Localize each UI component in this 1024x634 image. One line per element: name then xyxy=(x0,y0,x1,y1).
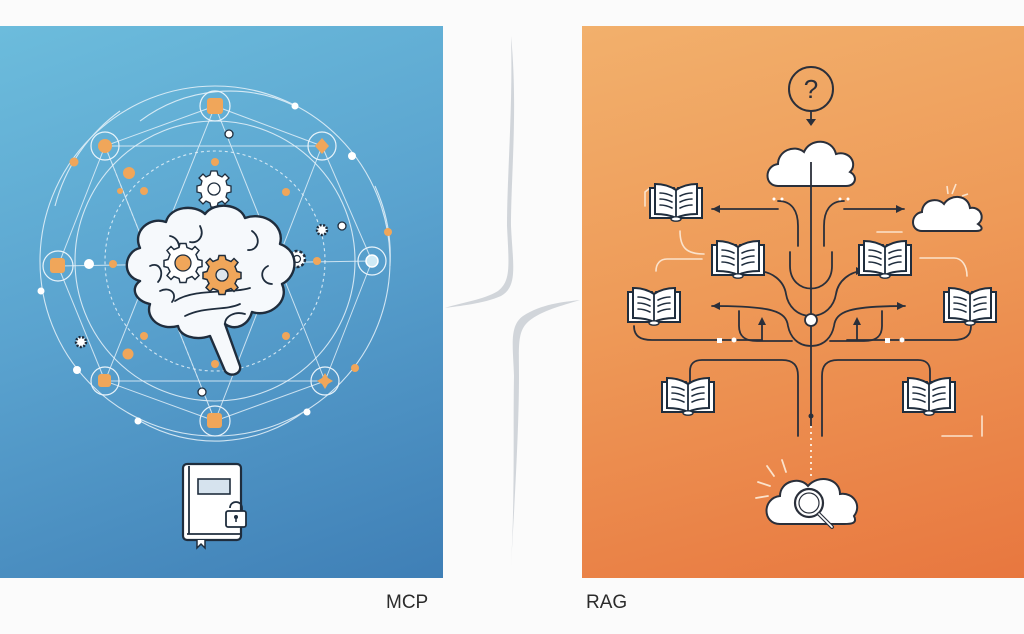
gear-icon xyxy=(196,170,232,208)
hub-ring xyxy=(357,246,387,276)
cloud-icon xyxy=(912,196,983,232)
mcp-panel xyxy=(0,26,443,578)
question-icon: ? xyxy=(788,66,834,126)
hub-ring xyxy=(307,131,337,161)
brain-icon xyxy=(125,204,296,376)
dots xyxy=(717,197,905,343)
orbit-ring-inner xyxy=(104,150,326,372)
rag-caption: RAG xyxy=(586,592,628,613)
open-book-icon xyxy=(711,240,765,280)
hub-ring xyxy=(310,366,340,396)
open-book-icon xyxy=(858,240,912,280)
open-book-icon xyxy=(649,183,703,223)
orbit-arc xyxy=(54,110,121,207)
hub-node xyxy=(50,258,65,273)
orbit-arc xyxy=(139,90,296,122)
rag-panel: ? xyxy=(582,26,1024,578)
hub-node xyxy=(315,138,329,154)
hub-ring xyxy=(90,366,120,396)
open-book-icon xyxy=(661,377,715,417)
light-arrows xyxy=(644,187,983,437)
cloud-search-icon xyxy=(755,459,859,529)
hub-node xyxy=(207,413,222,428)
orbit-arc xyxy=(374,185,391,267)
hub-node xyxy=(98,374,111,387)
orbit-arc xyxy=(139,410,306,442)
hub-ring xyxy=(199,90,231,122)
panel-divider xyxy=(445,36,580,566)
open-book-icon xyxy=(627,287,681,327)
hub-node xyxy=(365,254,379,268)
brain-gear-right xyxy=(202,254,242,296)
gear-icon xyxy=(315,223,329,237)
hub-ring xyxy=(42,250,74,282)
junction-node xyxy=(804,313,818,327)
divider-curve-bottom xyxy=(511,300,580,566)
rag-retrieval-illustration: ? xyxy=(627,66,997,529)
sparkle-lines xyxy=(946,183,969,197)
network-nodes xyxy=(37,90,392,437)
locked-book-icon xyxy=(181,462,247,550)
hub-node xyxy=(207,98,223,114)
brain-gear-left xyxy=(163,242,203,284)
open-book-icon xyxy=(902,377,956,417)
hub-ring xyxy=(199,405,231,437)
open-book-icon xyxy=(943,287,997,327)
mcp-network-illustration xyxy=(37,85,392,550)
divider-curve-top xyxy=(445,36,515,308)
gear-icon xyxy=(74,335,88,349)
question-mark-text: ? xyxy=(804,74,818,104)
hub-node xyxy=(98,139,112,153)
hub-node xyxy=(317,373,333,389)
hub-ring xyxy=(90,131,120,161)
mcp-caption: MCP xyxy=(386,592,429,613)
